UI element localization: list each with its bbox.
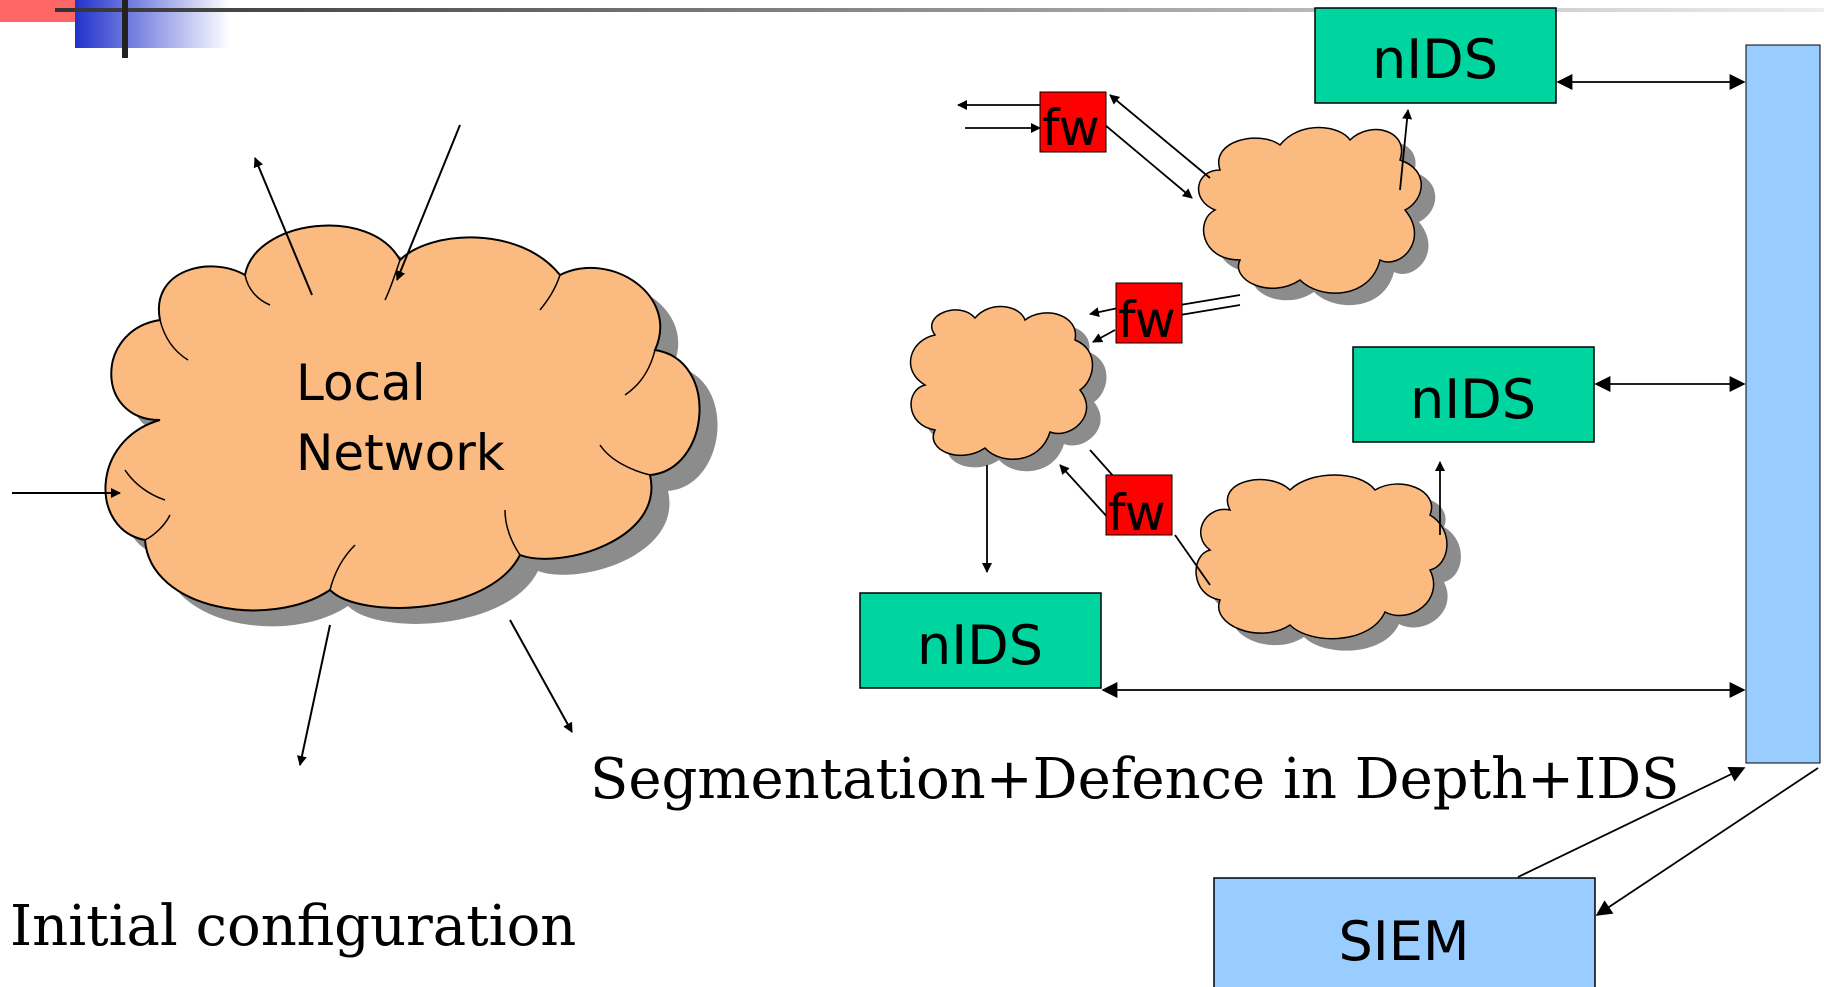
- arrow-out-top-left: [253, 157, 313, 296]
- segment-cloud-bottom: [1195, 474, 1461, 651]
- segment-cloud-top: [1198, 126, 1436, 306]
- caption-initial-configuration: Initial configuration: [10, 894, 576, 959]
- firewall-top-label: fw: [1042, 99, 1100, 157]
- arrow-out-bottom: [296, 624, 331, 766]
- arrow-bar-to-siem: [1595, 767, 1819, 916]
- arrow-fw-bottom-to-cloud: [1059, 464, 1111, 521]
- collector-bar: [1745, 44, 1821, 764]
- firewall-bottom: fw: [1105, 474, 1173, 542]
- nids-top-label: nIDS: [1372, 28, 1498, 91]
- local-network-arrows: [12, 124, 573, 766]
- arrow-fw-top-to-cloud: [1104, 124, 1193, 199]
- link-cloud-fw-middle-a: [1179, 294, 1241, 306]
- nids-middle-label: nIDS: [1410, 368, 1536, 431]
- nids-bottom: nIDS: [859, 592, 1102, 689]
- local-network-label-line2: Network: [296, 424, 505, 482]
- arrow-fw-middle-to-cloud-b: [1092, 329, 1116, 343]
- siem-label: SIEM: [1339, 910, 1470, 973]
- local-network-label-line1: Local: [296, 354, 426, 412]
- link-cloud-fw-bottom: [1089, 449, 1116, 479]
- arrow-in-top: [395, 124, 461, 281]
- firewall-middle-label: fw: [1118, 291, 1176, 349]
- nids-middle: nIDS: [1352, 346, 1595, 443]
- top-rule: [55, 8, 1824, 12]
- link-cloud-fw-middle-b: [1179, 304, 1241, 316]
- arrow-siem-to-bar: [1517, 767, 1746, 878]
- caption-segmentation: Segmentation+Defence in Depth+IDS: [590, 747, 1679, 812]
- arrow-cloud-to-nids-top: [1399, 109, 1413, 191]
- nids-bottom-label: nIDS: [917, 614, 1043, 677]
- local-network-cloud: [104, 224, 718, 627]
- firewall-middle: fw: [1115, 282, 1183, 349]
- bar-connectors: [1101, 74, 1819, 916]
- segment-arrows: [957, 94, 1445, 586]
- nids-top: nIDS: [1314, 7, 1557, 104]
- siem-box: SIEM: [1213, 877, 1596, 987]
- link-fw-bottom-cloud: [1174, 534, 1211, 586]
- arrow-out-bottom-right: [509, 619, 573, 733]
- arrow-cloud-to-fw-top: [1109, 94, 1211, 179]
- segment-cloud-middle: [909, 305, 1107, 472]
- corner-vertical-tick: [122, 0, 128, 58]
- corner-blue-block: [75, 0, 230, 48]
- firewall-bottom-label: fw: [1108, 484, 1166, 542]
- slide-decoration: [0, 0, 1824, 58]
- firewall-top: fw: [1039, 91, 1107, 157]
- arrow-fw-middle-to-cloud: [1089, 307, 1119, 318]
